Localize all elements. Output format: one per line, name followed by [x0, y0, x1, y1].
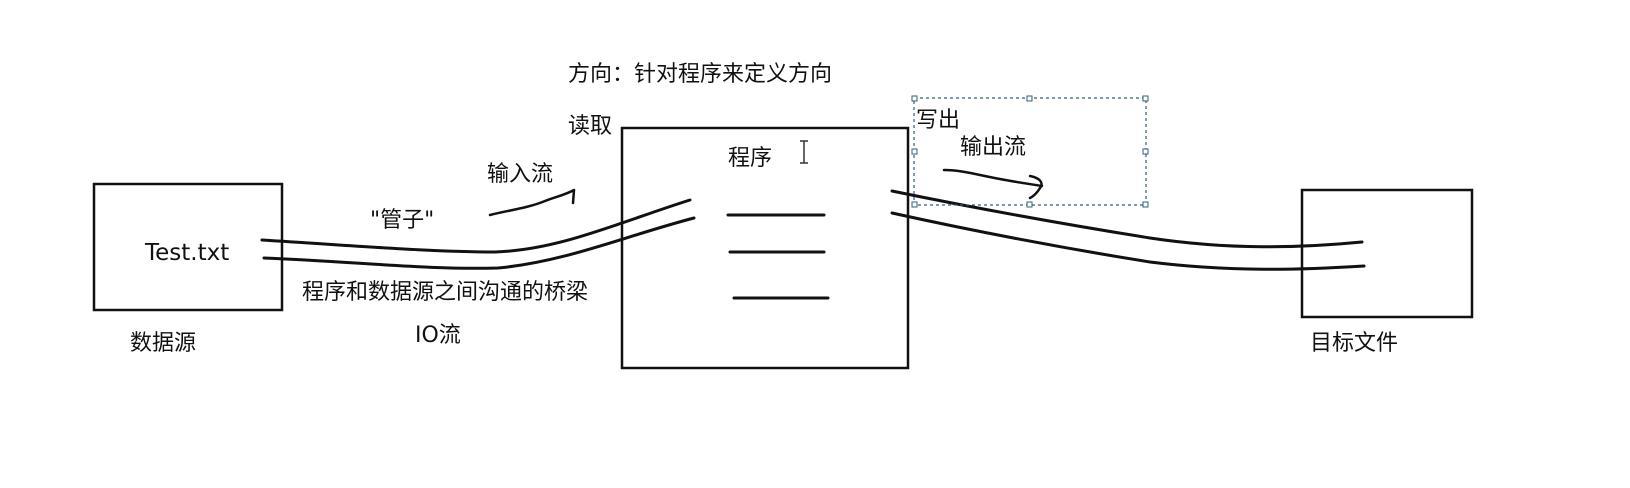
pipe-label: "管子"	[370, 208, 435, 233]
input-stream-label: 输入流	[487, 162, 554, 187]
output-stream-label: 输出流	[960, 135, 1027, 160]
source-caption: 数据源	[130, 331, 197, 356]
selection-handle-bottom-left[interactable]	[911, 201, 918, 208]
output-pipe-upper-line	[890, 189, 1364, 249]
read-label: 读取	[568, 114, 613, 139]
selection-handle-bottom-right[interactable]	[1142, 201, 1149, 208]
target-file-box	[1300, 188, 1474, 319]
i-beam-cursor-icon	[800, 140, 808, 164]
source-filename: Test.txt	[145, 240, 230, 266]
data-source-box	[92, 182, 284, 312]
input-pipe-upper-line	[260, 198, 692, 254]
selection-handle-middle-left[interactable]	[911, 148, 918, 155]
write-label: 写出	[916, 108, 961, 133]
selection-handle-top-left[interactable]	[911, 95, 918, 102]
io-stream-label: IO流	[415, 323, 461, 348]
direction-note: 方向：针对程序来定义方向	[568, 62, 833, 87]
selection-handle-middle-right[interactable]	[1142, 148, 1149, 155]
selection-handle-bottom-middle[interactable]	[1026, 201, 1033, 208]
program-box	[620, 126, 910, 370]
input-stream-arrow	[488, 188, 576, 217]
selection-handle-top-right[interactable]	[1142, 95, 1149, 102]
program-label: 程序	[728, 146, 773, 171]
output-stream-arrow	[942, 168, 1044, 200]
bridge-note: 程序和数据源之间沟通的桥梁	[302, 280, 589, 305]
selection-handles[interactable]	[911, 95, 1149, 208]
output-pipe-lower-line	[890, 211, 1366, 271]
input-pipe-lower-line	[262, 216, 696, 270]
selection-handle-top-middle[interactable]	[1026, 95, 1033, 102]
target-caption: 目标文件	[1310, 331, 1399, 356]
